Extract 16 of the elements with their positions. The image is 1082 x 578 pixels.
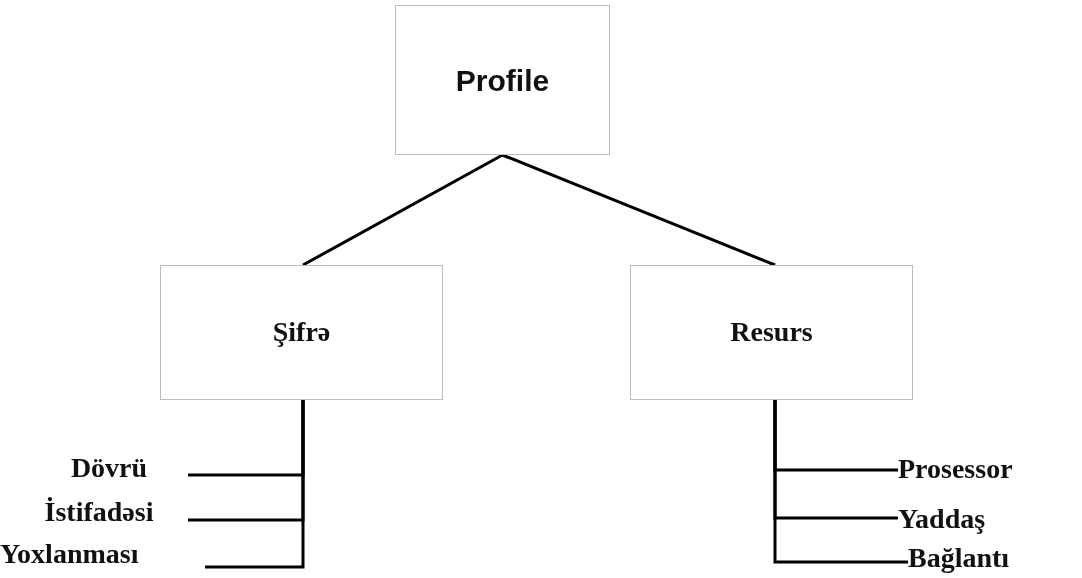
root-box <box>395 5 610 155</box>
box-label: Resurs <box>730 317 813 348</box>
box-label: Şifrə <box>272 317 331 348</box>
branch-line <box>773 400 908 564</box>
node-label: Yaddaş <box>898 503 986 535</box>
box-label: Profile <box>455 63 550 97</box>
branch-line <box>205 400 305 569</box>
connector-line <box>302 153 504 267</box>
category-box <box>630 265 913 400</box>
category-box <box>160 265 443 400</box>
node-label: Prosessor <box>898 453 1013 485</box>
node-label: Yoxlanması <box>0 538 139 570</box>
connector-line <box>501 153 776 267</box>
node-label: İstifadəsi <box>44 496 154 528</box>
node-label: Bağlantı <box>908 542 1010 574</box>
node-label: Dövrü <box>70 452 148 484</box>
